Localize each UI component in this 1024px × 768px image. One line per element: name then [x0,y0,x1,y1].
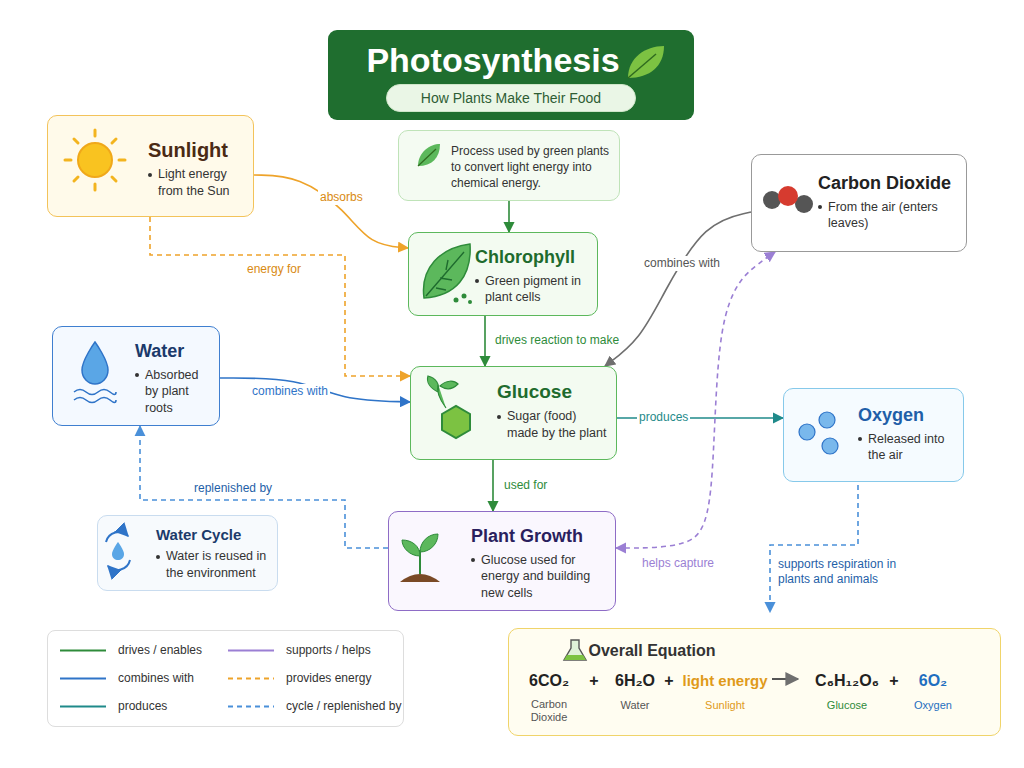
legend-text: combines with [118,671,194,685]
legend-line [60,678,106,680]
legend-sample [60,643,106,658]
legend-line [60,650,106,652]
edge-label: produces [637,410,690,425]
equation-box: Overall Equation 6CO₂ +6H₂O + light energy C₆… [508,628,1001,736]
connector [220,378,410,402]
equation-title: Overall Equation [588,642,715,660]
edge-label: used for [502,478,549,493]
box-body: Light energy from the Sun [148,166,245,200]
subtitle-pill: How Plants Make Their Food [386,84,636,112]
legend-item: provides energy [228,671,371,686]
legend-sample [60,699,106,714]
legend-line [60,706,106,708]
subtitle: How Plants Make Their Food [391,85,631,111]
legend-item: drives / enables [60,643,202,658]
equation-term: 6H₂O [615,672,655,690]
connector [605,212,751,366]
equation-term: Water [621,699,650,712]
input-box: SunlightLight energy from the Sun [47,115,254,217]
edge-label: combines with [250,384,330,399]
box-body: Water is reused in the environment [156,548,269,582]
equation-term: Carbon Dioxide [519,698,579,723]
equation-term: 6O₂ [919,672,947,690]
equation-term: Glucose [827,699,867,712]
input-box: WaterAbsorbed by plant roots [52,326,220,426]
connector [616,252,775,548]
legend-sample [60,671,106,686]
description-box: Process used by green plants to convert … [398,130,620,201]
legend-item: supports / helps [228,643,371,658]
equation-term: + [589,672,598,690]
legend-item: cycle / replenished by [228,699,401,714]
legend-text: produces [118,699,167,713]
respiration-leader [770,485,858,612]
connector [484,316,486,366]
note-label: supports respiration in plants and anima… [778,557,913,587]
description-text: Process used by green plants to convert … [451,143,611,192]
product-box: GlucoseSugar (food) made by the plant [410,366,617,460]
equation-term: 6CO₂ [529,672,569,690]
equation-term: light energy [682,672,767,689]
legend-sample [228,671,274,686]
diagram-title: Photosynthesis [328,40,658,80]
box-heading: Water Cycle [156,526,269,544]
legend-text: provides energy [286,671,371,685]
legend-sample [228,643,274,658]
equation-term: + [664,672,673,690]
legend-text: supports / helps [286,643,371,657]
edge-label: replenished by [192,481,274,496]
legend-item: produces [60,699,167,714]
box-body: Absorbed by plant roots [135,367,211,418]
cycle-box: Water CycleWater is reused in the enviro… [97,515,278,591]
box-body: Green pigment in plant cells [475,273,589,307]
box-heading: Glucose [497,381,608,404]
edge-label: drives reaction to make [493,333,621,348]
legend-line [228,650,274,652]
connector [254,175,408,248]
box-body: From the air (enters leaves) [818,199,958,233]
legend-sample [228,699,274,714]
edge-label: combines with [642,256,722,271]
input-box: Carbon DioxideFrom the air (enters leave… [751,154,967,252]
outcome-box: Plant GrowthGlucose used for energy and … [388,511,616,611]
legend-line [228,706,274,708]
legend-text: cycle / replenished by [286,699,401,713]
equation-term: Oxygen [914,699,952,712]
box-heading: Water [135,341,211,363]
box-heading: Oxygen [858,405,955,427]
legend-item: combines with [60,671,194,686]
legend-line [228,678,274,680]
box-heading: Plant Growth [471,526,607,548]
edge-label: energy for [245,262,303,277]
equation-term: C₆H₁₂O₆ [815,672,879,690]
equation-term: Sunlight [705,699,745,712]
box-heading: Sunlight [148,138,245,162]
edge-label: absorbs [318,190,365,205]
box-heading: Carbon Dioxide [818,173,958,195]
box-heading: Chlorophyll [475,247,589,269]
process-box: ChlorophyllGreen pigment in plant cells [408,232,598,316]
equation-term: + [889,672,898,690]
box-body: Released into the air [858,431,955,465]
product-box: OxygenReleased into the air [783,388,964,482]
box-body: Sugar (food) made by the plant [497,408,608,442]
box-body: Glucose used for energy and building new… [471,552,607,603]
edge-label: helps capture [640,556,716,571]
connector [508,201,510,232]
connector [492,460,494,511]
connector-group [140,175,783,548]
legend-text: drives / enables [118,643,202,657]
